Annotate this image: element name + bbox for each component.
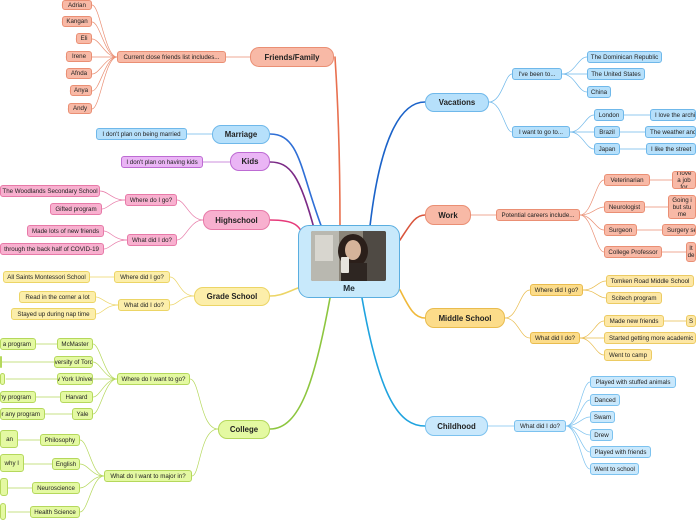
highschool-where-question[interactable]: Where do I go? xyxy=(125,194,177,206)
grade-school-did-item[interactable]: Read in the corner a lot xyxy=(19,291,96,303)
college-major-question[interactable]: What do I want to major in? xyxy=(104,470,192,482)
middle-school-did-detail[interactable]: S xyxy=(686,315,696,327)
college-major[interactable]: Philosophy xyxy=(40,434,80,446)
college-school[interactable]: Harvard xyxy=(60,391,93,403)
friend-name[interactable]: Kangan xyxy=(62,16,92,27)
college-where-question[interactable]: Where do I want to go? xyxy=(117,373,190,385)
topic-kids[interactable]: Kids xyxy=(230,152,270,171)
work-career-detail[interactable]: I love a job for xyxy=(672,171,696,189)
friend-name[interactable]: Eli xyxy=(76,33,92,44)
marriage-item[interactable]: I don't plan on being married xyxy=(96,128,187,140)
grade-school-where-item[interactable]: All Saints Montessori School xyxy=(3,271,90,283)
work-career[interactable]: Neurologist xyxy=(604,201,645,213)
childhood-did-item[interactable]: Went to school xyxy=(590,463,639,475)
work-career[interactable]: College Professor xyxy=(604,246,662,258)
college-school-detail[interactable] xyxy=(0,373,5,385)
vacations-want-item[interactable]: Japan xyxy=(594,143,620,155)
middle-school-did-item[interactable]: Made new friends xyxy=(604,315,664,327)
grade-school-did-item[interactable]: Stayed up during nap time xyxy=(11,308,96,320)
work-career-detail[interactable]: Going i but stu me xyxy=(668,195,696,219)
subtopic-close-friends[interactable]: Current close friends list includes... xyxy=(117,51,226,63)
vacations-want-question[interactable]: I want to go to... xyxy=(512,126,570,138)
central-topic-label: Me xyxy=(343,283,355,293)
highschool-where-item[interactable]: The Woodlands Secondary School xyxy=(0,185,100,197)
vacations-want-detail[interactable]: I love the archi xyxy=(650,109,696,121)
highschool-where-item[interactable]: Gifted program xyxy=(50,203,102,215)
middle-school-did-item[interactable]: Started getting more academic xyxy=(604,332,696,344)
vacations-want-detail[interactable]: I like the street xyxy=(646,143,696,155)
college-major[interactable]: Neuroscience xyxy=(32,482,80,494)
work-career[interactable]: Veterinarian xyxy=(604,174,650,186)
college-school-detail[interactable]: ny program xyxy=(0,391,36,403)
friend-name[interactable]: Irene xyxy=(66,51,92,62)
childhood-did-item[interactable]: Swam xyxy=(590,411,615,423)
vacations-want-detail[interactable]: The weather and xyxy=(645,126,696,138)
college-school[interactable]: University of Toronto xyxy=(54,356,93,368)
college-school[interactable]: New York University xyxy=(57,373,93,385)
college-major-detail[interactable] xyxy=(0,503,6,520)
topic-college[interactable]: College xyxy=(218,420,270,439)
work-career-detail[interactable]: It de xyxy=(686,242,696,262)
middle-school-where-item[interactable]: Scitech program xyxy=(606,292,662,304)
vacations-been-item[interactable]: The United States xyxy=(587,68,645,80)
topic-vacations[interactable]: Vacations xyxy=(425,93,489,112)
college-major-detail[interactable]: an xyxy=(0,430,18,448)
college-school-detail[interactable] xyxy=(0,356,2,368)
topic-friends-family[interactable]: Friends/Family xyxy=(250,47,334,67)
highschool-did-item[interactable]: Made lots of new friends xyxy=(27,225,104,237)
college-major-detail[interactable] xyxy=(0,478,8,496)
work-career[interactable]: Surgeon xyxy=(604,224,637,236)
topic-middle-school[interactable]: Middle School xyxy=(425,308,505,328)
kids-item[interactable]: I don't plan on having kids xyxy=(121,156,203,168)
middle-school-did-item[interactable]: Went to camp xyxy=(604,349,652,361)
topic-childhood[interactable]: Childhood xyxy=(425,416,488,436)
grade-school-did-question[interactable]: What did I do? xyxy=(118,299,170,311)
college-school-detail[interactable]: a program xyxy=(0,338,36,350)
work-career-detail[interactable]: Surgery se xyxy=(662,224,696,236)
middle-school-where-question[interactable]: Where did I go? xyxy=(530,284,583,296)
college-major[interactable]: English xyxy=(52,458,80,470)
work-careers-question[interactable]: Potential careers include... xyxy=(496,209,580,221)
college-major[interactable]: Health Science xyxy=(30,506,80,518)
college-school[interactable]: Yale xyxy=(72,408,93,420)
college-school[interactable]: McMaster xyxy=(57,338,93,350)
highschool-did-item[interactable]: through the back half of COVID-19 xyxy=(0,243,104,255)
childhood-did-item[interactable]: Played with friends xyxy=(590,446,651,458)
vacations-been-question[interactable]: I've been to... xyxy=(512,68,562,80)
vacations-been-item[interactable]: The Dominican Republic xyxy=(587,51,662,63)
friend-name[interactable]: Adrian xyxy=(62,0,92,10)
central-topic-node[interactable]: Me xyxy=(298,225,400,298)
college-school-detail[interactable]: or any program xyxy=(0,408,45,420)
friend-name[interactable]: Anya xyxy=(70,85,92,96)
childhood-did-question[interactable]: What did I do? xyxy=(514,420,566,432)
portrait-photo-icon xyxy=(311,231,386,281)
topic-marriage[interactable]: Marriage xyxy=(212,125,270,144)
childhood-did-item[interactable]: Danced xyxy=(590,394,620,406)
childhood-did-item[interactable]: Drew xyxy=(590,429,613,441)
vacations-want-item[interactable]: Brazil xyxy=(594,126,620,138)
topic-grade-school[interactable]: Grade School xyxy=(194,287,270,306)
topic-highschool[interactable]: Highschool xyxy=(203,210,270,230)
friend-name[interactable]: Afnda xyxy=(66,68,92,79)
childhood-did-item[interactable]: Played with stuffed animals xyxy=(590,376,676,388)
grade-school-where-question[interactable]: Where did I go? xyxy=(114,271,170,283)
topic-work[interactable]: Work xyxy=(425,205,471,225)
middle-school-where-item[interactable]: Tomken Road Middle School xyxy=(606,275,694,287)
college-major-detail[interactable]: why I xyxy=(0,454,24,472)
middle-school-did-question[interactable]: What did I do? xyxy=(530,332,580,344)
vacations-want-item[interactable]: London xyxy=(594,109,624,121)
friend-name[interactable]: Andy xyxy=(68,103,92,114)
vacations-been-item[interactable]: China xyxy=(587,86,611,98)
highschool-did-question[interactable]: What did I do? xyxy=(127,234,177,246)
